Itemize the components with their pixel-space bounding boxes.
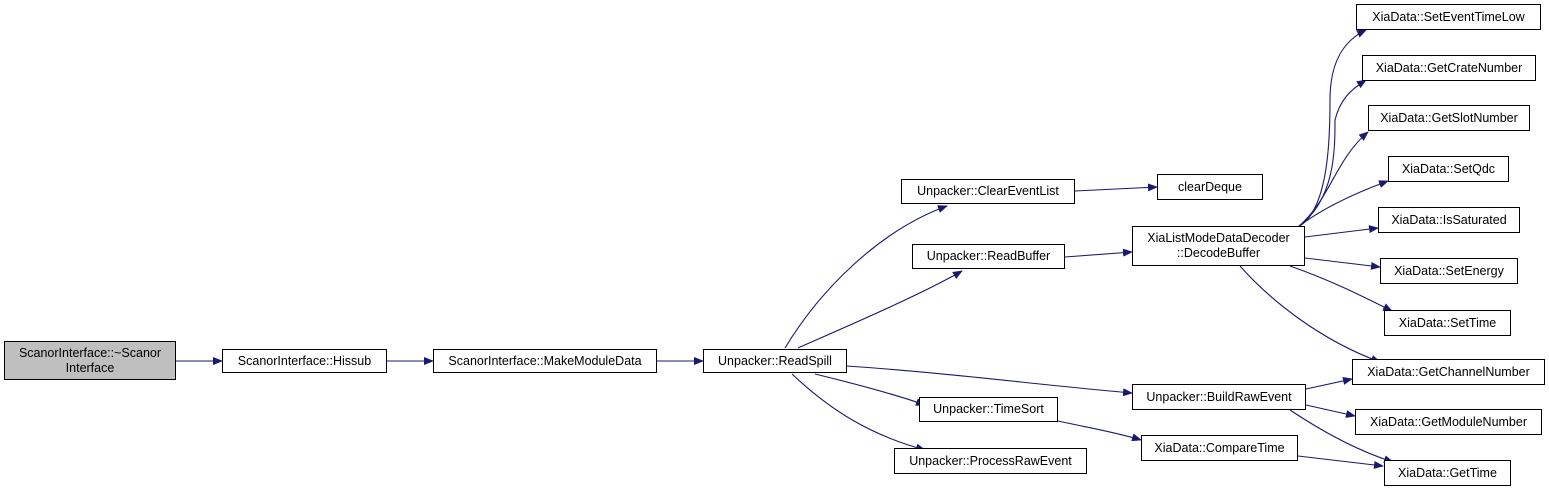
- node-get-channel-number[interactable]: XiaData::GetChannelNumber: [1352, 359, 1545, 385]
- node-time-sort[interactable]: Unpacker::TimeSort: [919, 397, 1058, 422]
- node-set-qdc[interactable]: XiaData::SetQdc: [1388, 156, 1509, 182]
- edge-decodebuffer-issaturated: [1304, 225, 1379, 238]
- edge-comparetime-gettime: [1297, 455, 1384, 469]
- edge-decodebuffer-setenergy: [1304, 257, 1381, 270]
- node-get-module-number[interactable]: XiaData::GetModuleNumber: [1355, 409, 1542, 435]
- node-is-saturated[interactable]: XiaData::IsSaturated: [1378, 207, 1520, 233]
- edge-decodebuffer-getslotnumber: [1297, 131, 1369, 228]
- edge-readspill-processrawevent: [791, 373, 926, 452]
- edge-readspill-cleareventlist: [784, 205, 948, 349]
- node-set-event-time-low[interactable]: XiaData::SetEventTimeLow: [1356, 4, 1541, 30]
- node-read-spill[interactable]: Unpacker::ReadSpill: [703, 349, 847, 373]
- node-compare-time[interactable]: XiaData::CompareTime: [1141, 435, 1298, 461]
- node-clear-event-list[interactable]: Unpacker::ClearEventList: [901, 179, 1075, 204]
- edge-buildrawevent-getmodulenumber: [1305, 404, 1356, 418]
- node-build-raw-event[interactable]: Unpacker::BuildRawEvent: [1132, 384, 1306, 410]
- node-read-buffer[interactable]: Unpacker::ReadBuffer: [912, 244, 1065, 269]
- node-scanor-destructor: ScanorInterface::~Scanor Interface: [4, 341, 176, 380]
- node-hissub[interactable]: ScanorInterface::Hissub: [222, 349, 387, 373]
- edge-readspill-timesort: [814, 373, 926, 406]
- edge-buildrawevent-getchannelnumber: [1305, 377, 1353, 390]
- edge-readspill-readbuffer: [797, 270, 963, 349]
- edge-timesort-comparetime: [1057, 420, 1142, 442]
- edge-decodebuffer-setqdc: [1297, 180, 1389, 228]
- node-decode-buffer[interactable]: XiaListModeDataDecoder ::DecodeBuffer: [1132, 226, 1305, 266]
- edge-cleareventlist-cleardeque: [1074, 183, 1158, 192]
- node-get-time[interactable]: XiaData::GetTime: [1384, 460, 1511, 486]
- node-get-crate-number[interactable]: XiaData::GetCrateNumber: [1362, 55, 1536, 81]
- node-make-module-data[interactable]: ScanorInterface::MakeModuleData: [433, 349, 657, 373]
- node-set-time[interactable]: XiaData::SetTime: [1384, 310, 1511, 336]
- node-process-raw-event[interactable]: Unpacker::ProcessRawEvent: [894, 448, 1087, 474]
- edge-decodebuffer-seteventtimelow: [1297, 29, 1367, 228]
- edge-decodebuffer-getchannelnumber: [1239, 265, 1381, 363]
- node-set-energy[interactable]: XiaData::SetEnergy: [1380, 258, 1518, 284]
- edge-readbuffer-decodebuffer: [1064, 248, 1133, 258]
- edge-readspill-buildrawevent: [846, 365, 1133, 397]
- node-clear-deque[interactable]: clearDeque: [1157, 174, 1263, 200]
- node-get-slot-number[interactable]: XiaData::GetSlotNumber: [1368, 105, 1530, 131]
- edge-decodebuffer-settime: [1289, 265, 1393, 312]
- edge-buildrawevent-gettime: [1289, 409, 1394, 464]
